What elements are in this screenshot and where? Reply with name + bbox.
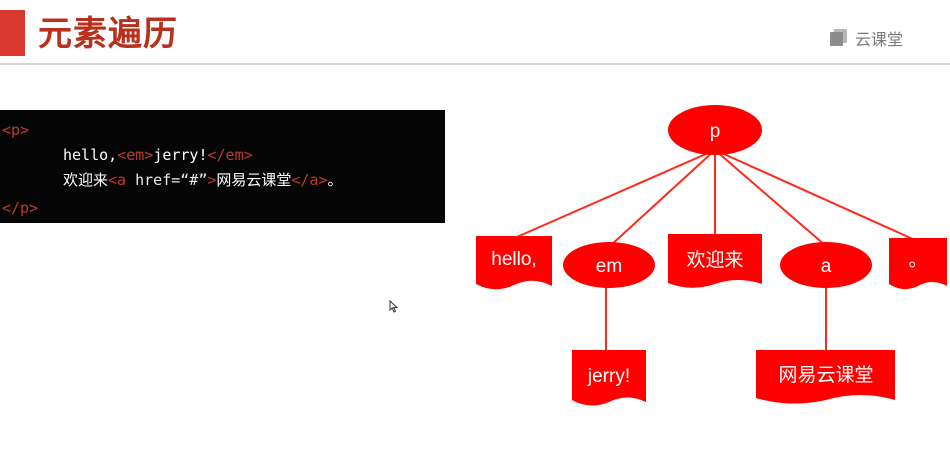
- code-token: <a: [108, 171, 136, 189]
- edge-p-period: [714, 149, 916, 241]
- node-hello: hello,: [476, 236, 552, 290]
- node-label: p: [710, 121, 721, 142]
- node-text-huanying: 欢迎来: [668, 234, 762, 288]
- code-line-3: 欢迎来<a href=“#”>网易云课堂</a>。: [63, 170, 343, 190]
- page-title: 元素遍历: [38, 14, 178, 54]
- node-label: em: [596, 256, 622, 277]
- header-divider: [0, 63, 950, 65]
- code-line-4: </p>: [2, 198, 38, 218]
- node-label: 。: [908, 250, 927, 271]
- code-token: “#”: [180, 171, 208, 189]
- code-line-1: <p>: [2, 120, 29, 140]
- code-token: </em>: [207, 146, 253, 164]
- node-label: 欢迎来: [686, 249, 743, 271]
- code-line-2: hello,<em>jerry!</em>: [63, 145, 253, 165]
- code-token: <p>: [2, 121, 30, 139]
- node-label: 网易云课堂: [778, 364, 873, 386]
- node-jerry: jerry!: [572, 350, 646, 406]
- code-token: </a>: [291, 171, 328, 189]
- code-token: 网易云课堂: [216, 171, 292, 189]
- header: 元素遍历 云课堂: [0, 0, 950, 64]
- node-root-p: p: [668, 105, 762, 155]
- logo-text: 云课堂: [855, 30, 904, 49]
- code-token: href=: [135, 171, 181, 189]
- node-period: 。: [889, 238, 947, 290]
- node-a: a: [780, 242, 872, 288]
- code-panel: <p> hello,<em>jerry!</em> 欢迎来<a href=“#”…: [0, 110, 445, 223]
- node-wangyi: 网易云课堂: [756, 350, 895, 404]
- code-token: <em>: [117, 146, 154, 164]
- book-icon: [829, 28, 849, 48]
- edge-p-hello: [509, 149, 716, 241]
- code-token: hello,: [63, 146, 118, 164]
- code-token: 。: [327, 171, 343, 189]
- tree-edges: [509, 149, 916, 350]
- node-label: a: [821, 256, 832, 277]
- node-em: em: [563, 242, 655, 288]
- title-accent-bar: [0, 10, 25, 56]
- code-token: 欢迎来: [63, 171, 109, 189]
- edge-p-a: [714, 149, 827, 247]
- code-token: jerry!: [153, 146, 208, 164]
- code-token: >: [207, 171, 217, 189]
- edge-p-em: [609, 149, 716, 247]
- node-label: jerry!: [587, 366, 630, 387]
- brand-logo: 云课堂: [829, 26, 903, 50]
- node-label: hello,: [491, 249, 536, 270]
- code-token: </p>: [2, 199, 39, 217]
